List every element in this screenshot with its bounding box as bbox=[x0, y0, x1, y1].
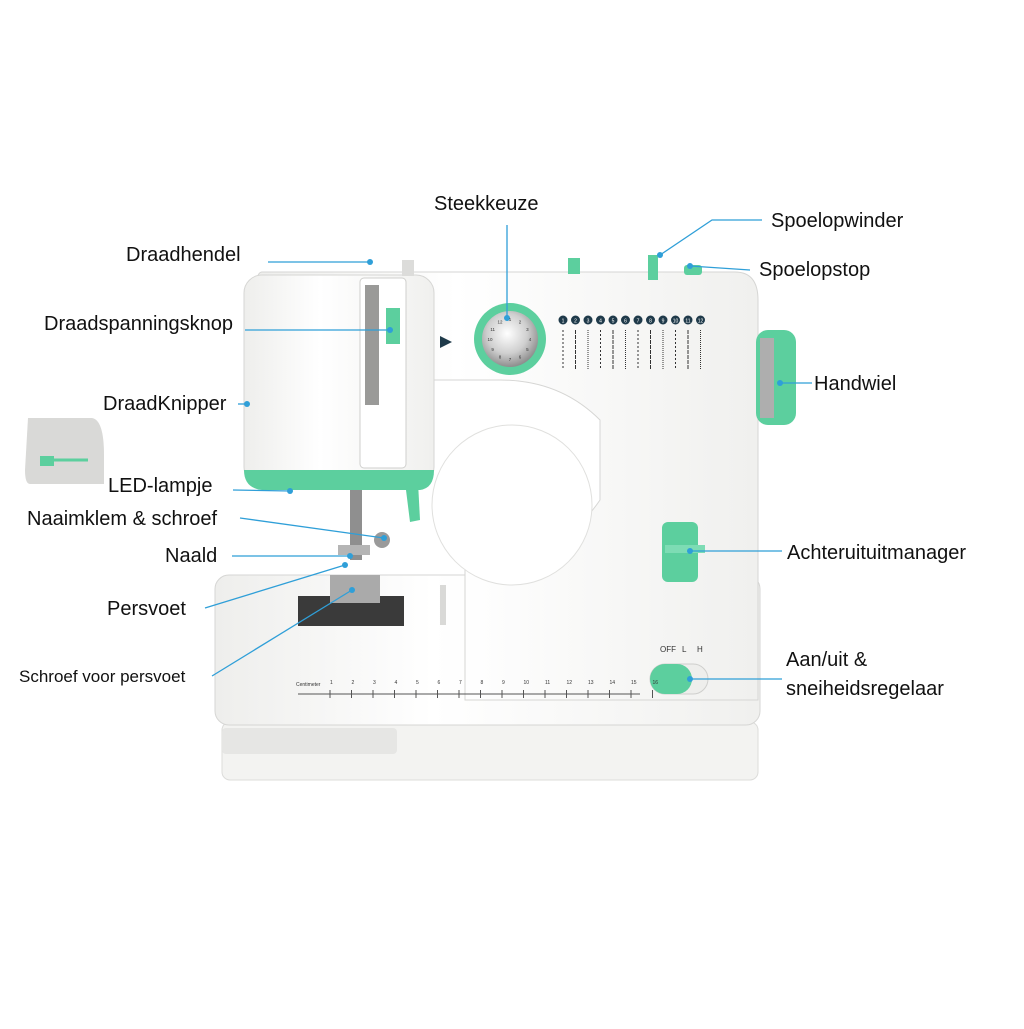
leader-spoelopstop bbox=[689, 265, 751, 271]
dial-number: 5 bbox=[526, 347, 529, 352]
stitch-number-badge bbox=[596, 315, 605, 325]
tension-knob bbox=[386, 308, 400, 344]
leader-lines bbox=[204, 219, 812, 680]
label-handwiel: Handwiel bbox=[814, 373, 897, 395]
ruler-number: 3 bbox=[373, 680, 376, 686]
stitch-number: 1 bbox=[562, 319, 565, 325]
stitch-number: 12 bbox=[698, 319, 704, 325]
ruler-number: 5 bbox=[416, 680, 419, 686]
stitch-number-badge bbox=[621, 315, 630, 325]
ruler-number: 2 bbox=[352, 680, 355, 686]
ruler-number: 10 bbox=[524, 680, 530, 686]
ruler-number: 4 bbox=[395, 680, 398, 686]
stitch-number-badge bbox=[646, 315, 655, 325]
thread-cutter-inset bbox=[25, 418, 104, 484]
ruler-number: 6 bbox=[438, 680, 441, 686]
ruler-number: 1 bbox=[330, 680, 333, 686]
arm-opening bbox=[431, 424, 593, 586]
stitch-number-badge bbox=[683, 315, 693, 325]
label-achteruit: Achteruituitmanager bbox=[787, 542, 966, 564]
leader-persvoet bbox=[204, 564, 346, 609]
stitch-number: 3 bbox=[587, 319, 590, 325]
stitch-number: 10 bbox=[673, 319, 679, 325]
stitch-number: 11 bbox=[685, 319, 690, 325]
ruler-number: 12 bbox=[567, 680, 573, 686]
stitch-number-badge bbox=[658, 315, 668, 325]
dial-number: 9 bbox=[491, 347, 494, 352]
dial-number: 7 bbox=[509, 357, 512, 362]
dial-number: 12 bbox=[497, 320, 503, 325]
label-led-lampje: LED-lampje bbox=[108, 475, 213, 497]
dial-number: 10 bbox=[487, 337, 493, 342]
stitch-number-badge bbox=[671, 315, 680, 325]
label-spoelopstop: Spoelopstop bbox=[759, 259, 871, 281]
dial-number: 3 bbox=[526, 327, 529, 332]
dial-number: 2 bbox=[519, 320, 522, 325]
leader-spoelopwinder bbox=[659, 219, 762, 256]
dial-number: 6 bbox=[519, 354, 522, 359]
dial-number: 1 bbox=[509, 317, 512, 322]
switch-off-label: OFF bbox=[660, 645, 676, 654]
ruler-number: 11 bbox=[545, 680, 550, 686]
leader-led bbox=[232, 489, 291, 492]
switch-h-label: H bbox=[697, 645, 703, 654]
ruler-title: Centimeter bbox=[296, 682, 321, 688]
power-switch bbox=[650, 664, 692, 694]
stitch-number-badge bbox=[583, 315, 593, 325]
ruler-number: 9 bbox=[502, 680, 505, 686]
label-draadknipper: DraadKnipper bbox=[103, 393, 227, 415]
label-aan-uit: Aan/uit & sneiheidsregelaar bbox=[786, 646, 986, 704]
stitch-number: 8 bbox=[649, 319, 652, 325]
label-spoelopwinder: Spoelopwinder bbox=[771, 210, 904, 232]
ruler-number: 15 bbox=[631, 680, 637, 686]
leader-schroef bbox=[211, 589, 353, 677]
label-draadhendel: Draadhendel bbox=[126, 244, 241, 266]
stitch-number-badge bbox=[571, 315, 580, 325]
label-draadspanningsknop: Draadspanningsknop bbox=[44, 313, 234, 335]
ruler-number: 7 bbox=[459, 680, 462, 686]
stitch-number: 4 bbox=[599, 319, 602, 325]
leader-naaimklem bbox=[239, 517, 385, 539]
label-persvoet: Persvoet bbox=[107, 598, 186, 620]
stitch-number: 7 bbox=[637, 319, 640, 325]
label-naald: Naald bbox=[165, 545, 218, 567]
label-steekkeuze: Steekkeuze bbox=[434, 193, 539, 215]
stitch-number-badge bbox=[696, 315, 705, 325]
stitch-number-badge bbox=[608, 315, 618, 325]
label-naaimklem: Naaimklem & schroef bbox=[27, 508, 218, 530]
stitch-number: 6 bbox=[624, 319, 627, 325]
stitch-number: 2 bbox=[574, 319, 577, 325]
label-schroef-persvoet: Schroef voor persvoet bbox=[19, 667, 186, 686]
dial-number: 11 bbox=[490, 327, 495, 332]
dial-number: 4 bbox=[529, 337, 532, 342]
label-aan-uit-line1: Aan/uit & bbox=[786, 649, 868, 671]
stitch-number: 9 bbox=[662, 319, 665, 325]
stitch-number: 5 bbox=[612, 319, 615, 325]
dial-number: 8 bbox=[499, 354, 502, 359]
ruler-number: 13 bbox=[588, 680, 594, 686]
stitch-number-badge bbox=[633, 315, 643, 325]
ruler-number: 14 bbox=[610, 680, 616, 686]
stitch-number-badge bbox=[558, 315, 568, 325]
label-aan-uit-line2: sneiheidsregelaar bbox=[786, 678, 944, 700]
ruler-number: 16 bbox=[653, 680, 659, 686]
switch-l-label: L bbox=[682, 645, 687, 654]
ruler-number: 8 bbox=[481, 680, 484, 686]
